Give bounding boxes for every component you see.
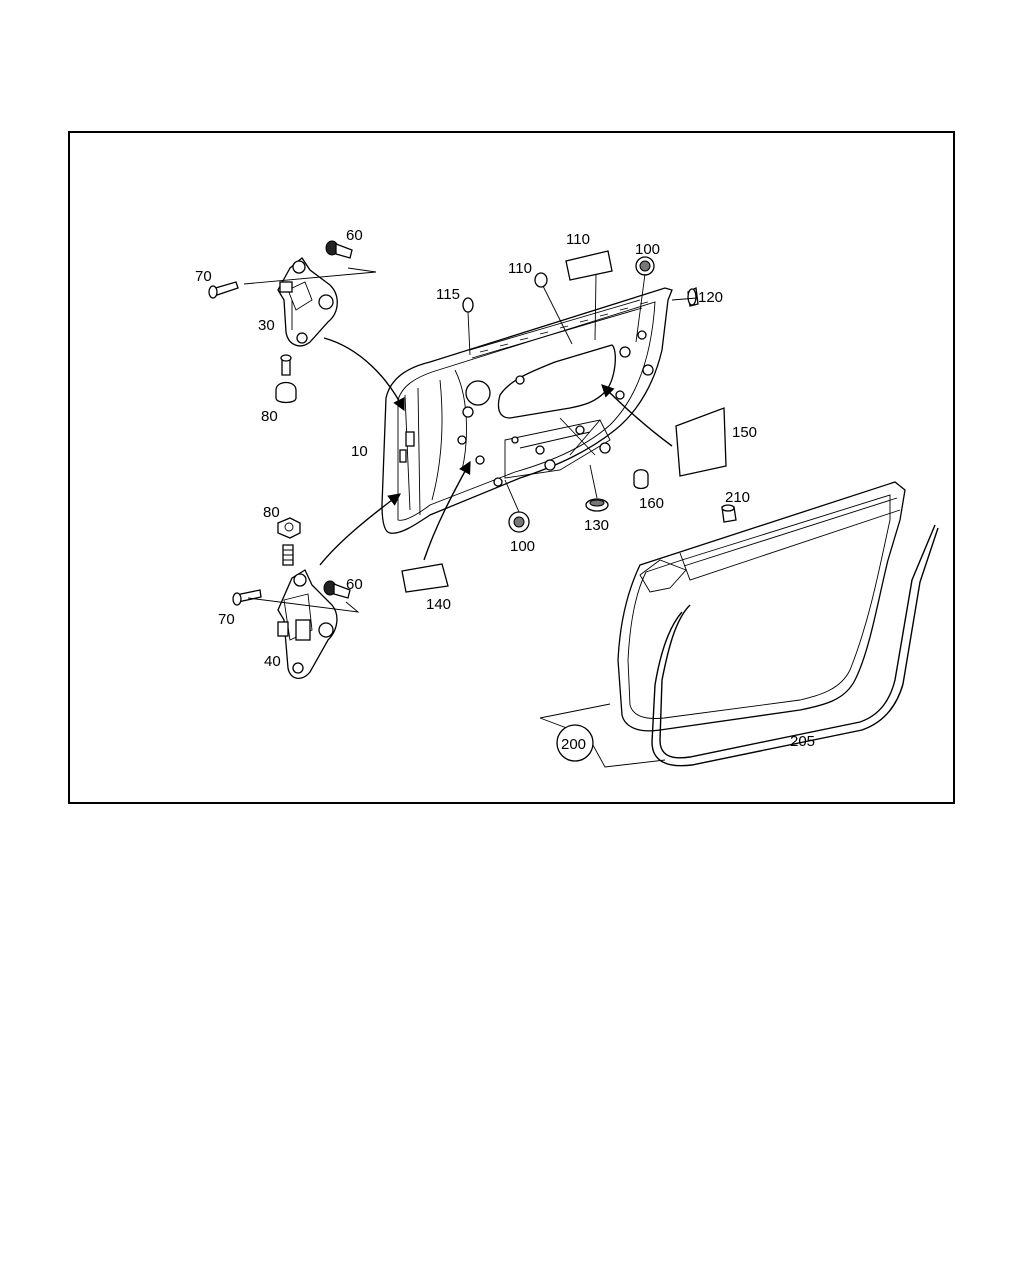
plug-130 [585, 498, 609, 512]
callout-130: 130 [584, 517, 609, 534]
callout-110-pad: 110 [566, 231, 590, 248]
callout-60-top: 60 [346, 227, 363, 244]
callout-200-circle [556, 724, 594, 762]
plug-100-upper [635, 256, 655, 276]
callout-115: 115 [436, 286, 460, 303]
callout-210: 210 [725, 489, 750, 506]
callout-80-bottom: 80 [263, 504, 280, 521]
callout-205: 205 [790, 733, 815, 750]
callout-110-grommet: 110 [508, 260, 532, 277]
bushing-60-lower [323, 580, 351, 599]
pad-140 [401, 563, 449, 593]
nut-80-lower [277, 517, 301, 566]
callout-100-bottom: 100 [510, 538, 535, 555]
callout-100-top: 100 [635, 241, 660, 258]
door-shell [381, 287, 673, 534]
pad-110 [565, 250, 613, 281]
plug-160 [633, 469, 649, 490]
grommet-110-small [534, 272, 548, 288]
callout-60-bottom: 60 [346, 576, 363, 593]
callout-150: 150 [732, 424, 757, 441]
bushing-60-upper [325, 240, 353, 259]
bolt-80-upper [275, 354, 297, 404]
callout-160: 160 [639, 495, 664, 512]
pad-150 [675, 407, 727, 477]
bolt-70-upper [208, 281, 239, 299]
callout-70-bottom: 70 [218, 611, 235, 628]
callout-120: 120 [698, 289, 723, 306]
callout-200: 200 [561, 736, 586, 753]
callout-70-top: 70 [195, 268, 212, 285]
hinge-lower [277, 569, 338, 679]
hinge-upper [277, 257, 338, 347]
callout-80-top: 80 [261, 408, 278, 425]
door-seal [617, 481, 939, 767]
clip-120 [687, 287, 699, 307]
callout-labels: 10 30 40 60 60 70 70 80 80 100 100 110 1… [195, 227, 815, 762]
diagram-frame [68, 131, 955, 804]
bolt-70-lower [232, 589, 262, 606]
grommet-115 [462, 297, 474, 313]
plug-100-lower [508, 511, 530, 533]
callout-40: 40 [264, 653, 281, 670]
callout-10: 10 [351, 443, 368, 460]
leader-lines [243, 267, 698, 768]
callout-30: 30 [258, 317, 275, 334]
bolt-210 [721, 504, 737, 523]
callout-140: 140 [426, 596, 451, 613]
